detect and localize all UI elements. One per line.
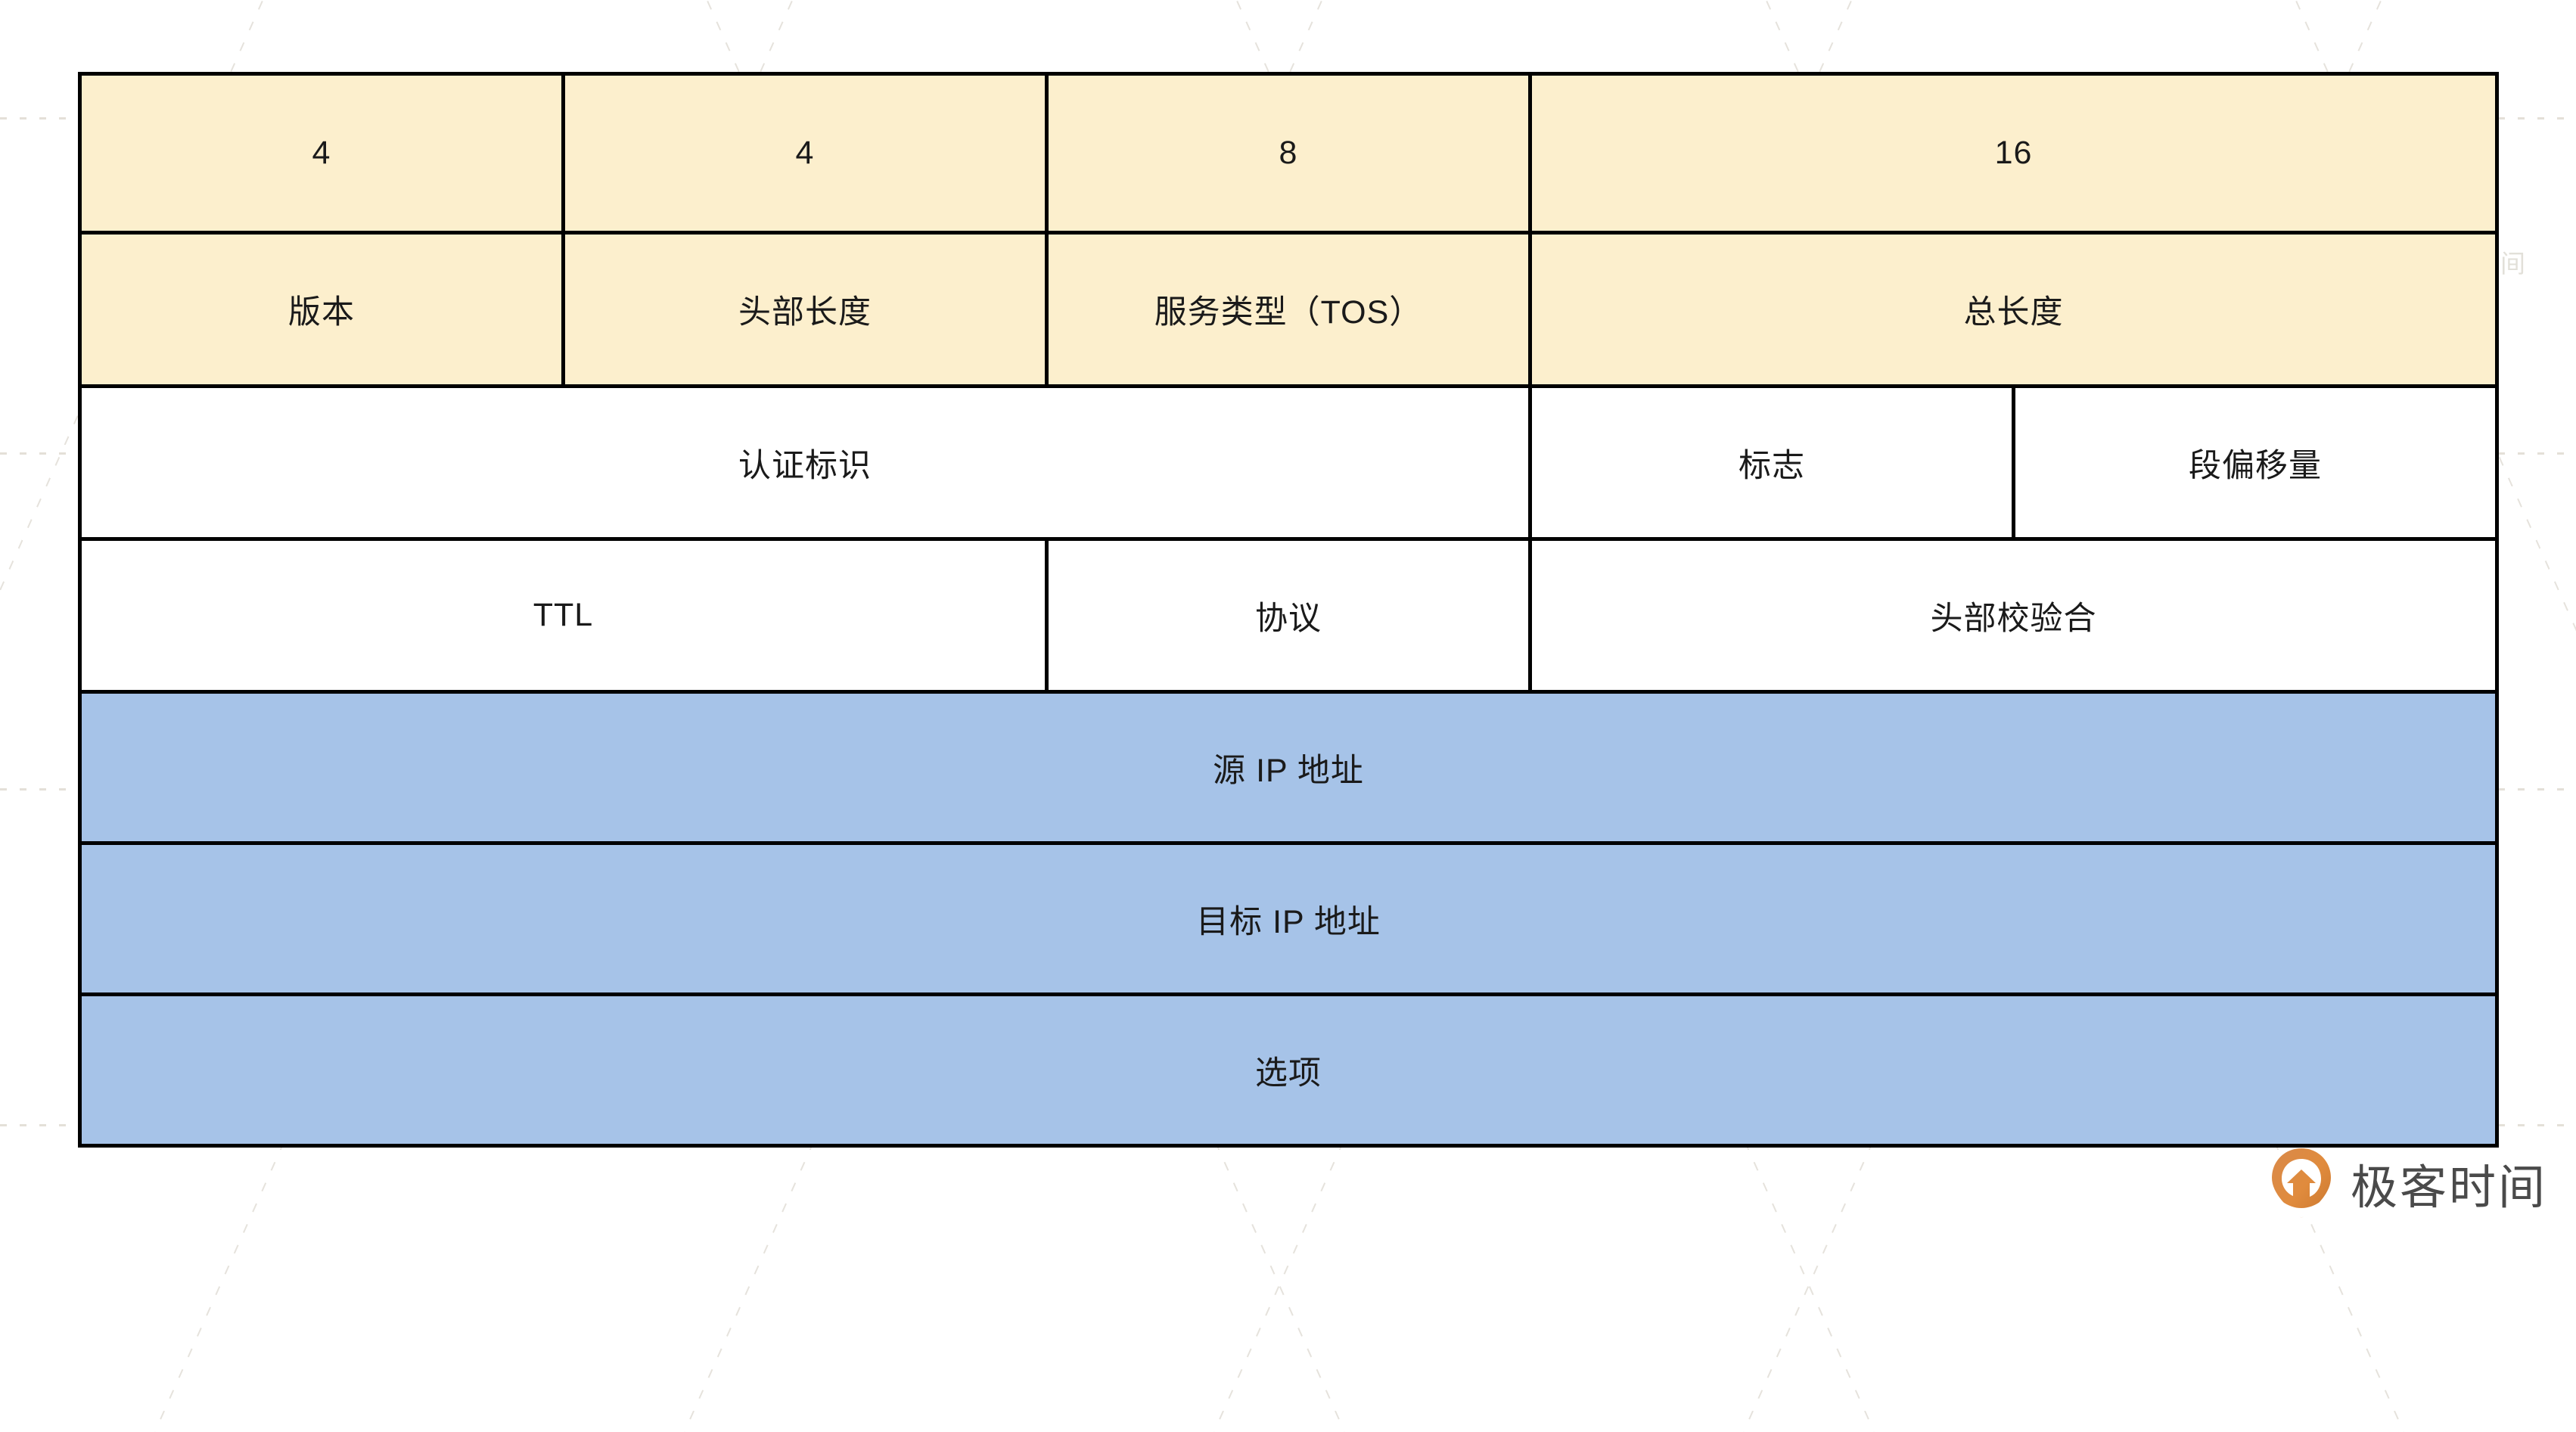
ip-header-cell: 4 <box>561 72 1049 235</box>
ip-header-cell: 认证标识 <box>78 384 1532 541</box>
ip-header-row: 版本头部长度服务类型（TOS）总长度 <box>78 231 2499 388</box>
ip-header-row: 认证标识标志段偏移量 <box>78 384 2499 541</box>
geektime-pin-logo-icon <box>2269 1147 2334 1219</box>
ip-header-cell: 4 <box>78 72 565 235</box>
ip-header-cell: 服务类型（TOS） <box>1045 231 1532 388</box>
ip-header-row: 目标 IP 地址 <box>78 841 2499 996</box>
ip-header-cell: 源 IP 地址 <box>78 690 2499 845</box>
ip-header-cell: TTL <box>78 537 1049 694</box>
brand-name-text: 极客时间 <box>2350 1162 2547 1214</box>
brand-logo-block: 极客时间 <box>2269 1147 2547 1219</box>
ip-header-cell: 标志 <box>1528 384 2015 541</box>
ip-header-cell: 16 <box>1528 72 2499 235</box>
ip-header-cell: 段偏移量 <box>2012 384 2499 541</box>
ip-header-cell: 选项 <box>78 992 2499 1148</box>
ip-header-cell: 头部长度 <box>561 231 1049 388</box>
ip-header-cell: 目标 IP 地址 <box>78 841 2499 996</box>
ip-header-cell: 版本 <box>78 231 565 388</box>
ip-header-cell: 头部校验合 <box>1528 537 2499 694</box>
ip-header-cell: 协议 <box>1045 537 1532 694</box>
ip-header-row: 源 IP 地址 <box>78 690 2499 845</box>
ip-header-cell: 总长度 <box>1528 231 2499 388</box>
ip-header-cell: 8 <box>1045 72 1532 235</box>
ip-header-row: 选项 <box>78 992 2499 1148</box>
